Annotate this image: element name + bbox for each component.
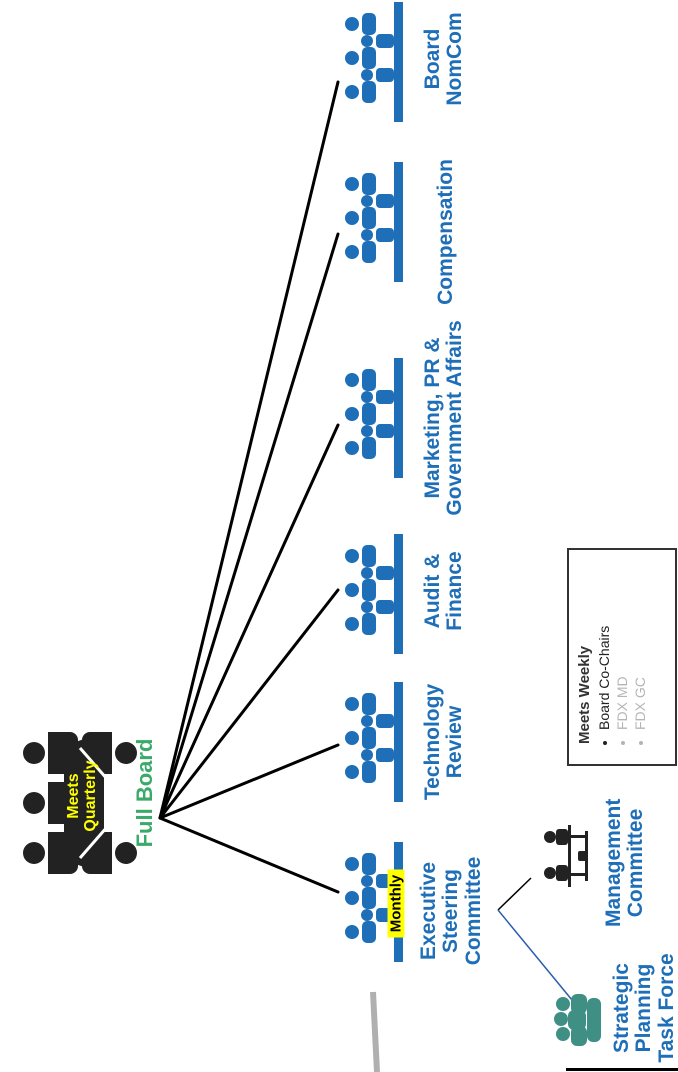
bottom-edge-bar [566,1068,678,1071]
connector-board-to-audit [158,588,340,820]
audit-line2: Finance [443,551,467,631]
meeting-table-icon-compensation [345,162,403,282]
connector-board-to-nomcom [158,80,340,820]
note-list: Board Co-Chairs FDX MD FDX GC [595,552,649,752]
meets-quarterly-badge: Meets Quarterly [65,753,101,839]
connector-gray-stub [370,991,380,1072]
meeting-table-icon-technology [345,682,403,802]
executive-line2: Steering [439,868,463,954]
full-board-label: Full Board [132,738,157,848]
meeting-table-icon-marketing [345,358,403,478]
management-committee-label: Management Committee [602,798,649,927]
audit-line1: Audit & [421,553,444,629]
committee-label-marketing: Marketing, PR & Government Affairs [421,308,468,528]
nomcom-line1: Board [421,28,444,90]
task-force-line1: Strategic [610,963,633,1053]
committee-label-compensation: Compensation [434,152,459,312]
task-force-line3: Task Force [654,953,678,1063]
management-people-icon [544,825,588,887]
monthly-badge: Monthly [387,869,405,938]
committee-label-technology: Technology Review [421,682,468,802]
meets-quarterly-line1: Meets [65,773,82,819]
note-title: Meets Weekly [576,645,593,744]
meets-weekly-note: Meets Weekly Board Co-Chairs FDX MD FDX … [567,548,677,766]
marketing-line2: Government Affairs [443,320,467,516]
meets-quarterly-line2: Quarterly [82,760,99,832]
task-force-label: Strategic Planning Task Force [610,946,678,1070]
committee-label-audit: Audit & Finance [421,536,468,646]
committee-label-nomcom: Board NomCom [421,0,468,119]
meeting-table-icon-nomcom [345,2,403,122]
connector-exec-to-taskforce [497,909,573,1001]
meets-weekly-note-content: Meets Weekly Board Co-Chairs FDX MD FDX … [572,552,672,762]
connector-board-to-marketing [158,423,340,820]
board-meeting-icon [23,732,137,874]
note-item: FDX GC [631,552,649,730]
connector-board-to-executive [158,816,340,894]
technology-line1: Technology [421,683,444,801]
connector-board-to-technology [158,743,340,820]
compensation-line1: Compensation [434,159,457,305]
management-line2: Committee [624,808,648,918]
technology-line2: Review [443,705,467,779]
management-line1: Management [602,798,625,927]
connector-exec-to-management [497,877,532,911]
marketing-line1: Marketing, PR & [421,337,444,499]
task-force-line2: Planning [632,963,656,1053]
meeting-table-icon-audit [345,534,403,654]
executive-line1: Executive [417,861,440,961]
task-force-group-icon [554,994,601,1046]
note-item: Board Co-Chairs [595,552,613,730]
nomcom-line2: NomCom [443,12,467,106]
executive-line3: Committee [461,856,485,966]
connector-board-to-compensation [158,232,340,820]
note-item: FDX MD [613,552,631,730]
committee-label-executive: Executive Steering Committee [417,849,488,973]
